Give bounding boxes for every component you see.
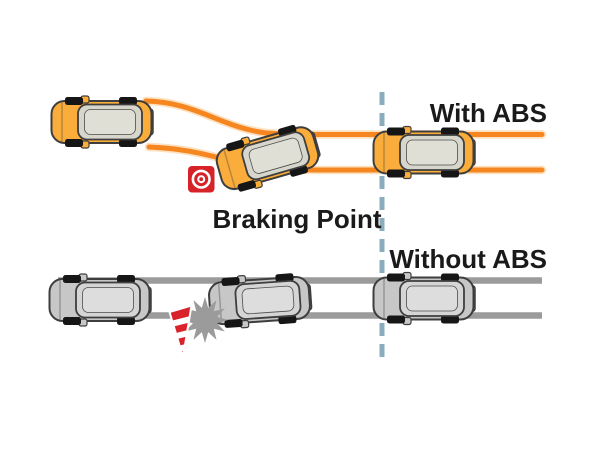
crash-star-icon (182, 297, 228, 343)
target-icon-center-dot (199, 177, 204, 182)
target-icon (188, 166, 215, 193)
abs-car-start (50, 95, 154, 149)
no-abs-car-start (48, 273, 152, 327)
cone-stripe (169, 338, 192, 356)
with-abs-label: With ABS (429, 98, 547, 128)
target-icon-outer-ring (191, 169, 211, 189)
braking-point-label: Braking Point (212, 204, 382, 234)
no-abs-car-approaching (372, 271, 476, 326)
abs-car-stopped (372, 125, 476, 180)
without-abs-label: Without ABS (389, 244, 547, 274)
cone-stripe (169, 313, 192, 330)
cone-outline (168, 304, 193, 358)
